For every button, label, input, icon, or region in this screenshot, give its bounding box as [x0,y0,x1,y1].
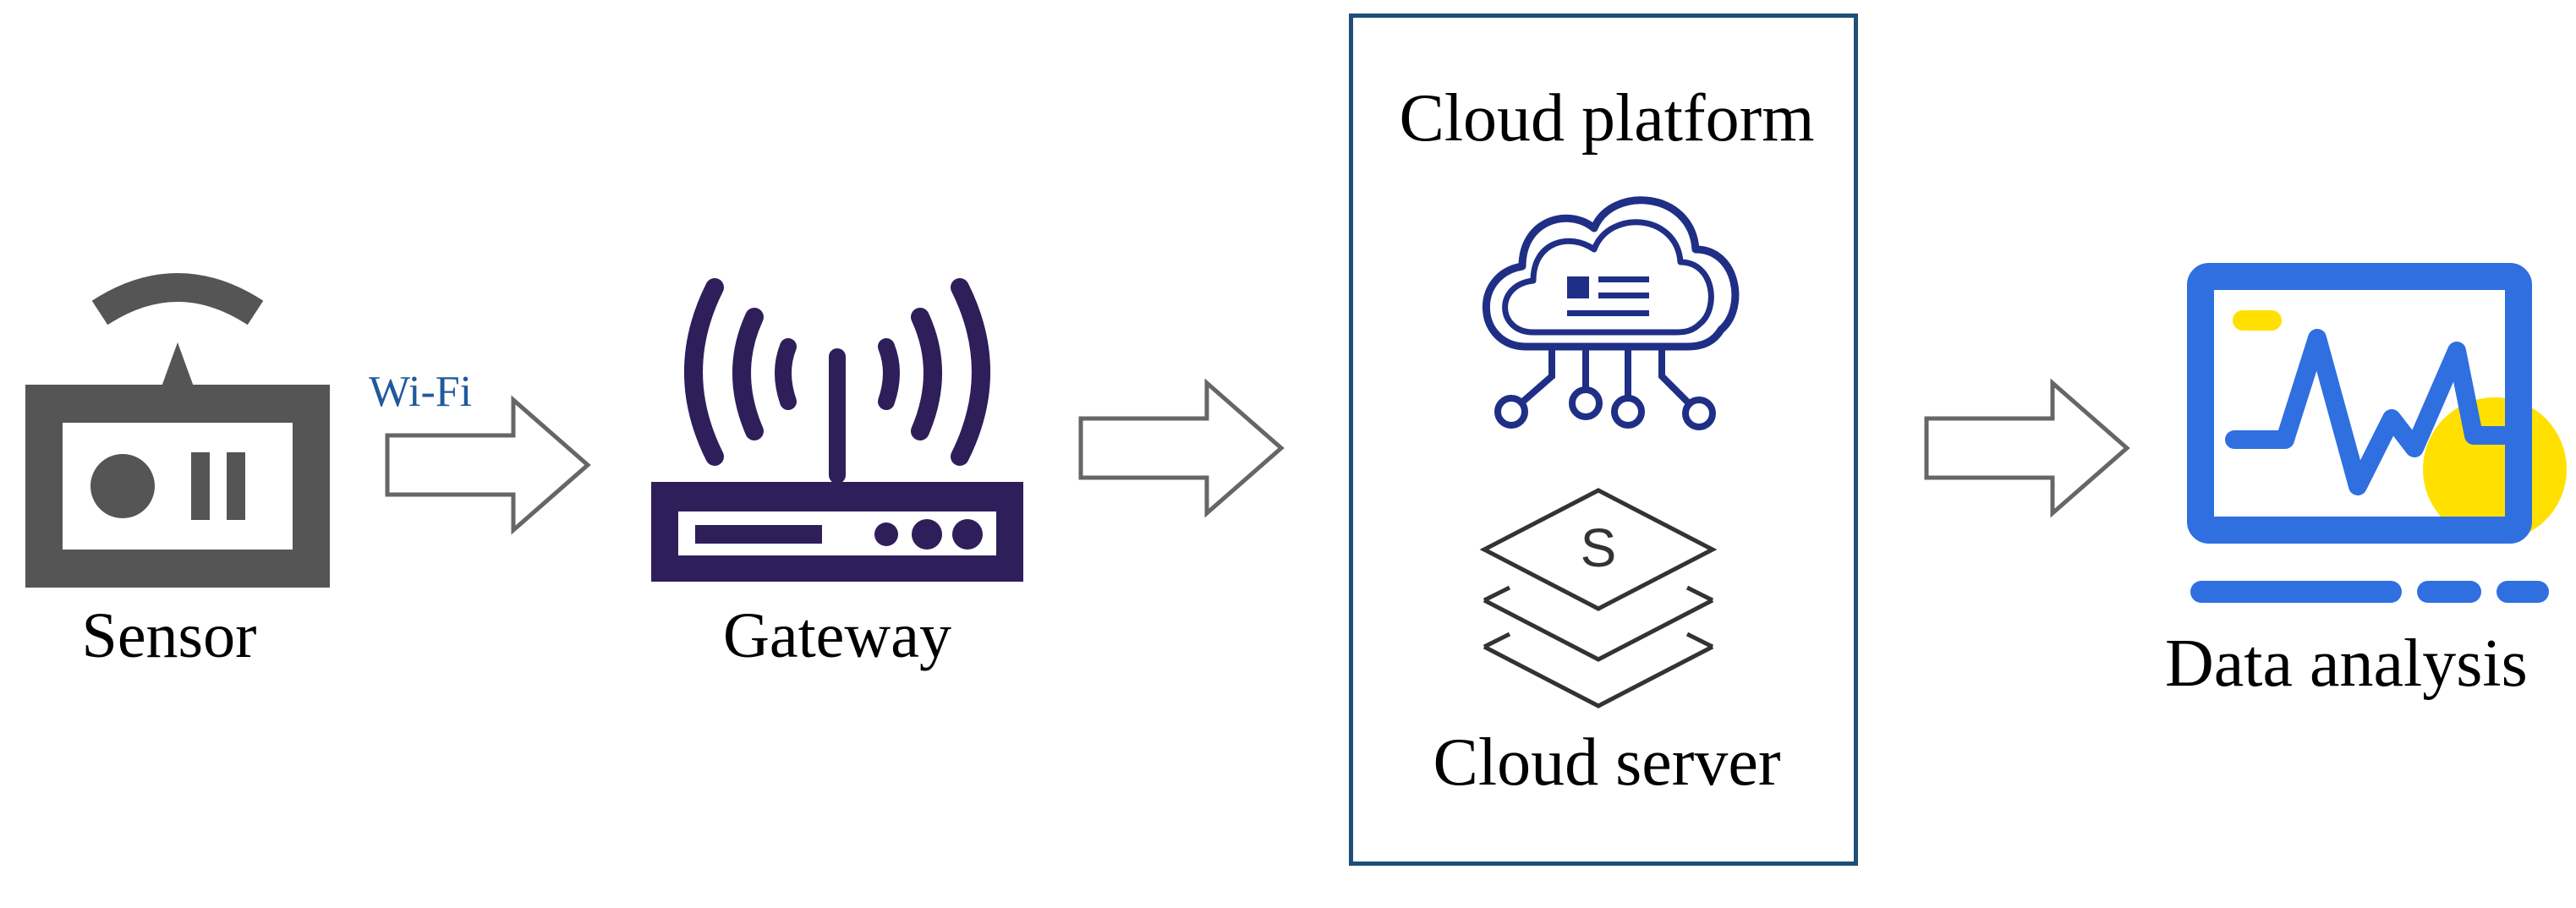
stacked-layers-icon: S [1479,488,1718,708]
data-analysis-label: Data analysis [2165,626,2528,701]
arrow-right-icon [1924,378,2130,518]
router-icon [651,278,1023,582]
gateway-label: Gateway [722,600,952,671]
cloud-circuit-icon [1482,196,1740,430]
wifi-connection-label: Wi-Fi [369,368,473,416]
arrow-right-icon [1078,378,1285,518]
sensor-icon [25,273,330,588]
cloud-group-box [1349,14,1858,866]
arrow-right-icon [385,395,591,535]
sensor-label: Sensor [81,600,257,671]
cloud-platform-label: Cloud platform [1399,81,1815,156]
monitor-chart-icon [2187,263,2567,603]
cloud-server-label: Cloud server [1433,725,1781,800]
server-symbol-letter: S [1581,517,1617,578]
